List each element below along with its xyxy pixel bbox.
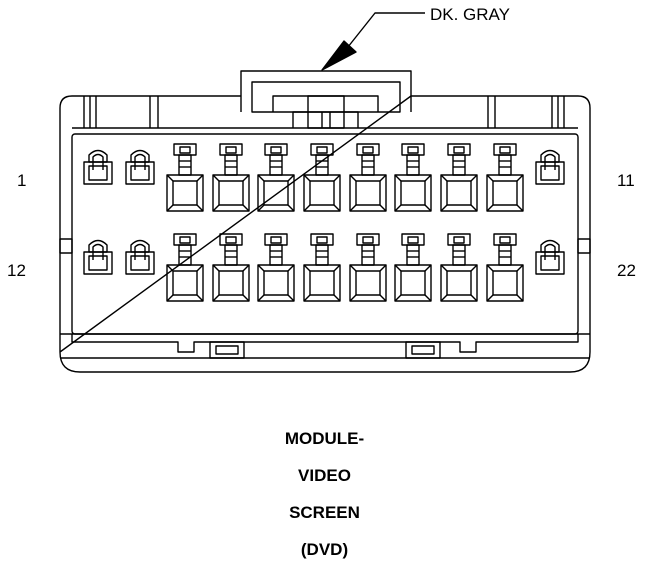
callout-leader (322, 13, 425, 70)
small-terminal (536, 151, 564, 185)
connector-body (60, 96, 590, 372)
large-terminal (258, 144, 294, 211)
pin-number-1: 1 (17, 171, 27, 190)
wire-color-label: DK. GRAY (430, 5, 510, 24)
title-line-4: (DVD) (300, 540, 349, 559)
large-terminal (304, 234, 340, 301)
large-terminal (167, 144, 203, 211)
large-terminal (441, 144, 477, 211)
large-terminal (213, 144, 249, 211)
small-terminal (84, 241, 112, 275)
large-terminal (487, 234, 523, 301)
title-line-1: MODULE- (284, 429, 365, 448)
small-terminal (536, 241, 564, 275)
large-terminal (395, 144, 431, 211)
pin-number-12: 12 (7, 261, 26, 280)
large-terminal (350, 234, 386, 301)
large-terminal (441, 234, 477, 301)
small-terminal (126, 151, 154, 185)
connector-latch (241, 71, 411, 128)
title-line-3: SCREEN (289, 503, 360, 522)
large-terminal (350, 144, 386, 211)
large-terminal (487, 144, 523, 211)
large-terminal (258, 234, 294, 301)
large-terminal (167, 234, 203, 301)
pin-number-22: 22 (617, 261, 636, 280)
small-terminal (84, 151, 112, 185)
pin-number-11: 11 (617, 171, 635, 190)
large-terminal (304, 144, 340, 211)
large-terminal (395, 234, 431, 301)
small-terminal (126, 241, 154, 275)
large-terminal (213, 234, 249, 301)
title-line-2: VIDEO (298, 466, 351, 485)
